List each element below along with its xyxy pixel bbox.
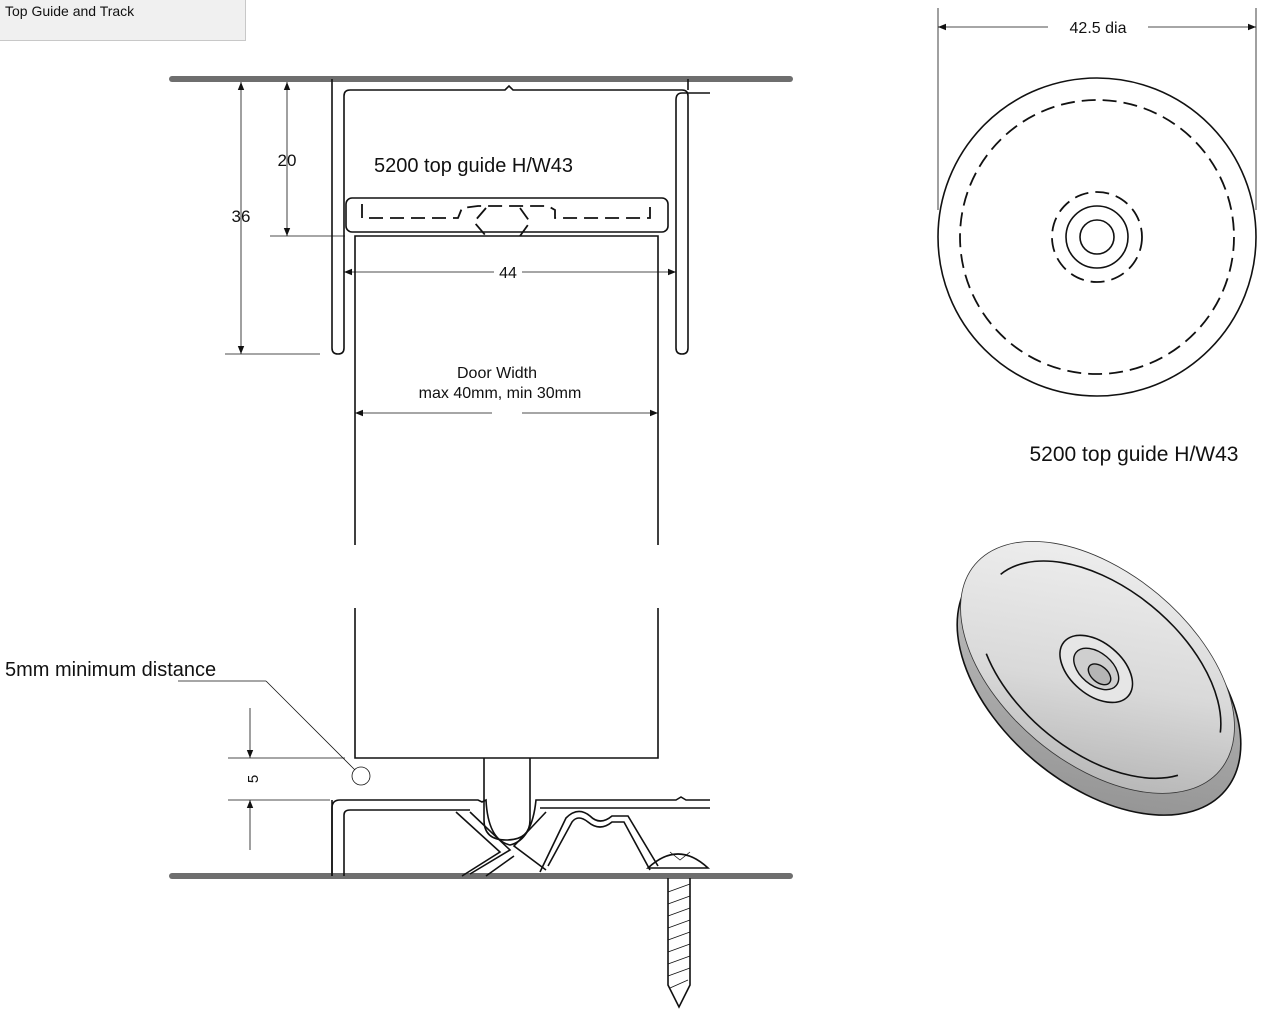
door-upper xyxy=(354,235,659,545)
dim-44-label: 44 xyxy=(499,265,517,282)
dim-36-label: 36 xyxy=(232,207,251,226)
door-width-line1: Door Width xyxy=(457,365,537,382)
part-name-section: 5200 top guide H/W43 xyxy=(374,155,573,177)
bottom-track xyxy=(169,758,793,879)
dim-dia-label: 42.5 dia xyxy=(1070,20,1127,37)
door-width-line2: max 40mm, min 30mm xyxy=(419,385,582,402)
min-distance-callout xyxy=(178,680,371,786)
dim-20-label: 20 xyxy=(278,151,297,170)
part-name-right: 5200 top guide H/W43 xyxy=(1030,443,1239,466)
dim-5-label: 5 xyxy=(245,775,262,783)
tab-top-guide-and-track[interactable]: Top Guide and Track xyxy=(0,0,246,41)
dimension-dia xyxy=(937,8,1257,210)
screw xyxy=(645,851,711,1009)
dimension-5 xyxy=(228,708,345,850)
top-guide-section xyxy=(345,197,669,237)
dimension-20 xyxy=(270,82,345,237)
top-track xyxy=(169,76,793,355)
min-distance-label: 5mm minimum distance xyxy=(5,659,216,681)
guide-top-view xyxy=(937,77,1257,397)
dimension-36 xyxy=(225,82,320,355)
guide-3d-view xyxy=(956,540,1242,816)
door-lower xyxy=(354,608,659,759)
